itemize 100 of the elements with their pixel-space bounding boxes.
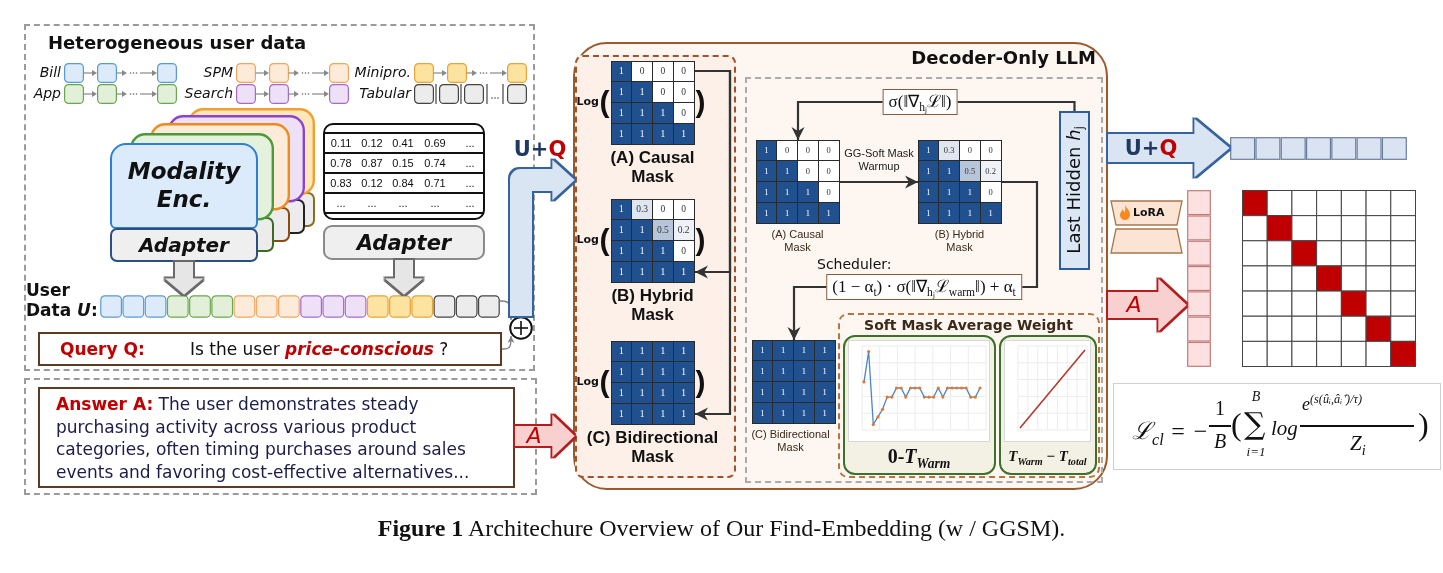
mask-caption: (C) Bidirectional Mask: [750, 427, 831, 454]
chart-panel: [998, 334, 1097, 475]
matrix-cell: 1: [632, 261, 652, 282]
arrow: [840, 175, 918, 189]
matrix-cell: 1: [814, 402, 835, 423]
table-cell-text: ...: [464, 156, 476, 171]
chart-panel: [842, 334, 996, 475]
mask-caption: (C) Bidirectional Mask: [585, 427, 720, 467]
matrix-cell: 0: [960, 140, 980, 161]
embedding-vector: [1187, 190, 1211, 367]
matrix-cell: 0: [673, 199, 694, 220]
matrix-cell: 1: [653, 261, 673, 282]
matrix-cell: 1: [773, 382, 793, 402]
block-arrow: [385, 260, 423, 295]
token-strip: [100, 295, 500, 318]
matrix-cell: 1: [777, 202, 797, 223]
table-cell-text: ...: [464, 176, 476, 191]
matrix-cell: 1: [756, 140, 777, 161]
table-cell-text: ...: [397, 196, 409, 211]
adapter-label: Adapter: [139, 233, 229, 257]
query-text: Is the user price-conscious ?: [190, 338, 449, 360]
parenthesis: ): [695, 222, 707, 257]
matrix-cell: 1: [918, 140, 939, 161]
matrix-cell: 1: [673, 123, 694, 144]
card-title: Modality Enc.: [126, 158, 242, 214]
arrow: [499, 300, 515, 321]
matrix-cell: 1: [611, 123, 632, 144]
matrix-cell: 1: [632, 403, 652, 424]
matrix-cell: 0: [798, 140, 818, 161]
matrix-cell: 1: [773, 402, 793, 423]
matrix-cell: 1: [611, 261, 632, 282]
matrix-cell: 1: [814, 382, 835, 402]
edge-label: A: [526, 425, 542, 447]
mask-matrix: [917, 139, 1002, 224]
parenthesis: (: [599, 84, 611, 119]
source-label: Tabular: [358, 84, 411, 103]
matrix-cell: 1: [814, 361, 835, 381]
matrix-cell: 1: [918, 182, 939, 202]
table-cell-text: ...: [366, 196, 378, 211]
table-cell-text: ...: [464, 196, 476, 211]
formula-box: [1113, 383, 1441, 470]
matrix-cell: 0: [980, 140, 1001, 161]
block-arrow: [1108, 279, 1187, 331]
mask-matrix: [610, 340, 695, 425]
matrix-cell: 1: [939, 202, 959, 223]
matrix-cell: 1: [773, 361, 793, 381]
source-label: SPM: [202, 63, 233, 82]
matrix-cell: 1: [632, 82, 652, 102]
matrix-cell: 0.5: [653, 220, 673, 240]
matrix-cell: 1: [632, 341, 652, 362]
mask-caption: (A) Causal Mask: [609, 147, 696, 187]
mask-caption: (B) Hybrid Mask: [610, 285, 695, 325]
matrix-cell: 0.2: [980, 161, 1001, 181]
matrix-cell: 0: [777, 140, 797, 161]
matrix-cell: 1: [752, 402, 773, 423]
matrix-cell: 1: [673, 362, 694, 382]
matrix-cell: 0: [818, 161, 839, 181]
matrix-cell: 1: [980, 202, 1001, 223]
matrix-cell: 1: [653, 383, 673, 403]
matrix-cell: 1: [611, 403, 632, 424]
log-label: Log: [576, 374, 600, 389]
block-arrow: [515, 415, 575, 457]
parenthesis: (: [599, 222, 611, 257]
matrix-cell: 1: [653, 103, 673, 123]
matrix-cell: 1: [752, 382, 773, 402]
answer-text: Answer A: The user demonstrates steady purchasing activity across various product categories, often timing purchases around sales events and favoring cost-effective alternatives...: [56, 393, 471, 483]
matrix-cell: 1: [632, 362, 652, 382]
matrix-cell: 1: [673, 383, 694, 403]
matrix-cell: 0: [673, 241, 694, 261]
encoder-card: [110, 143, 258, 229]
mask-matrix: [751, 339, 836, 424]
matrix-cell: 0: [980, 182, 1001, 202]
table-cell-text: 0.41: [391, 136, 415, 151]
matrix-cell: 1: [653, 241, 673, 261]
formula-term: log: [1271, 416, 1298, 441]
adapter-block: [110, 228, 258, 262]
matrix-cell: 1: [794, 382, 814, 402]
matrix-cell: 0: [673, 82, 694, 102]
matrix-cell: 1: [939, 182, 959, 202]
query-label: Query Q:: [60, 338, 145, 360]
matrix-cell: 1: [673, 403, 694, 424]
matrix-cell: 0: [818, 140, 839, 161]
table-cell-text: 0.15: [391, 156, 415, 171]
formula-term: 1: [1214, 397, 1226, 420]
formula-term: ℒ$_{cl}$ = −: [1132, 417, 1209, 446]
matrix-cell: 1: [632, 241, 652, 261]
matrix-cell: 0: [798, 161, 818, 181]
table-cell-text: 0.84: [391, 176, 415, 191]
matrix-cell: 0.3: [939, 140, 959, 161]
formula-term: B: [1212, 430, 1228, 453]
matrix-cell: 1: [918, 202, 939, 223]
matrix-cell: 1: [918, 161, 939, 181]
matrix-cell: 1: [611, 383, 632, 403]
chart-caption: T$_{Warm}$ − T$_{total}$: [1008, 446, 1087, 468]
table-cell-text: 0.12: [360, 136, 384, 151]
matrix-cell: 0: [673, 103, 694, 123]
matrix-cell: 1: [777, 182, 797, 202]
matrix-cell: 1: [611, 220, 632, 240]
source-label: Search: [183, 84, 233, 103]
parenthesis: ): [695, 364, 707, 399]
